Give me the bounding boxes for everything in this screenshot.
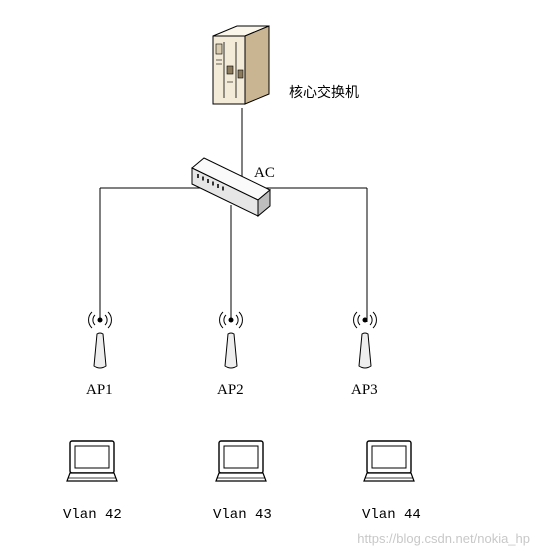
client1-label: Vlan 42 <box>63 507 122 523</box>
controller-label: AC <box>254 165 275 181</box>
ap1-label: AP1 <box>86 382 113 398</box>
client-vlan44: Vlan 44 <box>362 440 421 523</box>
laptop-icon <box>215 440 267 482</box>
server-icon <box>212 25 270 105</box>
wireless-ap-icon <box>353 311 377 369</box>
ap2-label: AP2 <box>217 382 244 398</box>
laptop-icon <box>66 440 118 482</box>
client2-label: Vlan 43 <box>213 507 272 523</box>
client3-label: Vlan 44 <box>362 507 421 523</box>
core-switch-label: 核心交换机 <box>289 84 359 101</box>
ap3-label: AP3 <box>351 382 378 398</box>
switch-icon <box>191 157 271 218</box>
ap1-node: AP1 <box>86 311 113 398</box>
watermark-text: https://blog.csdn.net/nokia_hp <box>357 531 530 546</box>
client-vlan43: Vlan 43 <box>213 440 272 523</box>
wireless-ap-icon <box>219 311 243 369</box>
ap3-node: AP3 <box>351 311 378 398</box>
ap2-node: AP2 <box>217 311 244 398</box>
connection-lines <box>99 108 368 322</box>
wireless-ap-icon <box>88 311 112 369</box>
client-vlan42: Vlan 42 <box>63 440 122 523</box>
laptop-icon <box>363 440 415 482</box>
